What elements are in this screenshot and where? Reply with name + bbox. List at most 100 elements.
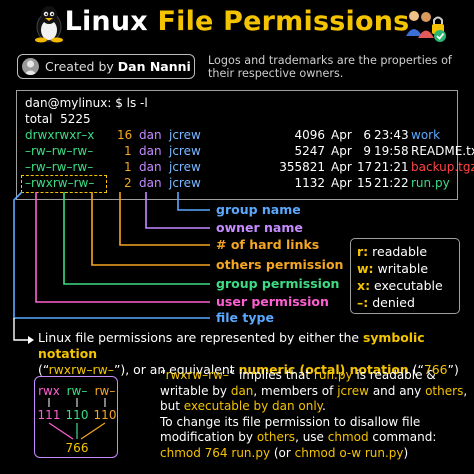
- text-span: To change its file permission to disallo…: [160, 414, 421, 429]
- rwx-value: executable: [374, 278, 443, 293]
- legend-group-permission: group permission: [216, 276, 340, 291]
- day: 6: [363, 128, 371, 142]
- text-span: rwxrw–rw–: [165, 368, 229, 382]
- legend-user-permission: user permission: [216, 294, 329, 309]
- owner: dan: [139, 176, 162, 190]
- text-span: others: [256, 430, 296, 444]
- text-span: “: [160, 368, 166, 382]
- terminal-window: dan@mylinux: $ ls -l total 5225 drwxrwxr…: [16, 90, 474, 200]
- owner: dan: [139, 160, 162, 174]
- linux-penguin-icon: [35, 6, 63, 43]
- text-span: ”): [447, 362, 459, 377]
- group: jcrew: [169, 160, 201, 174]
- legend-group-name: group name: [216, 202, 301, 217]
- text-span: chmod 764 run.py: [160, 445, 271, 460]
- text-span: (or: [270, 445, 295, 460]
- group: jcrew: [169, 176, 201, 190]
- time: 21:21: [374, 160, 409, 174]
- terminal-total: total 5225: [25, 112, 91, 126]
- text-span: .: [322, 399, 326, 413]
- time: 21:22: [374, 176, 409, 190]
- octal-diagram-svg: rwx rw– rw– 111 110 110 766: [38, 384, 117, 455]
- connector-explanation: [13, 318, 28, 341]
- link-count: 1: [124, 144, 132, 158]
- text-span: chmod o-w run.py: [294, 445, 404, 460]
- text-span: Linux file permissions are represented b…: [38, 330, 363, 345]
- month: Apr: [331, 160, 352, 174]
- credit-name: Dan Nanni: [117, 59, 191, 74]
- rwx-legend-item: r: readable: [357, 244, 427, 259]
- day: 9: [363, 144, 371, 158]
- text-span: writable by: [160, 383, 231, 398]
- legend-file-type: file type: [216, 310, 274, 325]
- text-span: 766: [423, 362, 448, 377]
- file-name: README.txt: [411, 144, 474, 158]
- explanation-paragraph-2: “rwxrw–rw–” implies that run.py is reada…: [160, 368, 470, 461]
- text-span: ”), or an equivalent: [114, 362, 239, 377]
- day: 17: [357, 160, 373, 174]
- perm-string: –rwxrw–rw–: [25, 176, 95, 190]
- rwx-key: x:: [357, 278, 371, 293]
- terminal-prompt: dan@mylinux: $ ls -l: [25, 96, 148, 110]
- text-span: command:: [368, 430, 437, 444]
- month: Apr: [331, 128, 352, 142]
- text-span: ,: [463, 383, 468, 398]
- connector-file-type: [13, 191, 210, 319]
- connector-user-permission: [35, 192, 210, 303]
- rwx-key: w:: [357, 261, 374, 276]
- text-span: executable by dan only: [183, 399, 323, 413]
- octal-binary-group: 110: [66, 408, 89, 422]
- legend-hard-links: # of hard links: [216, 237, 320, 252]
- file-name: run.py: [411, 176, 450, 190]
- connector-group-name: [177, 192, 210, 211]
- text-span: rwxrw–rw–: [48, 362, 114, 377]
- owner: dan: [139, 128, 162, 142]
- rwx-legend-item: –: denied: [357, 295, 415, 310]
- perm-string: –rw–rw–rw–: [25, 160, 94, 174]
- title-linux: Linux: [64, 6, 148, 37]
- time: 19:58: [374, 144, 409, 158]
- text-span: is readable &: [352, 368, 436, 382]
- connector-owner-name: [145, 192, 210, 229]
- explanation-paragraph-1: Linux file permissions are represented b…: [38, 330, 468, 378]
- avatar: [22, 58, 39, 75]
- credit-badge: Created by Dan Nanni: [17, 54, 195, 79]
- text-span: , members of: [253, 383, 338, 398]
- link-count: 16: [117, 128, 133, 142]
- octal-symbol-group: rw–: [67, 384, 88, 398]
- credit-prefix: Created by: [45, 59, 114, 74]
- octal-result: 766: [66, 441, 89, 455]
- header: Linux File Permissions: [0, 0, 474, 50]
- octal-symbol-user: rwx: [38, 384, 60, 398]
- text-span: modification by: [160, 430, 257, 444]
- text-span: symbolic notation: [38, 330, 425, 361]
- text-span: jcrew: [337, 383, 369, 398]
- title-file-permissions: File Permissions: [157, 6, 410, 37]
- text-span: , use: [295, 430, 328, 444]
- octal-binary-user: 111: [38, 408, 61, 422]
- text-span: numeric (octal) notation: [238, 362, 409, 377]
- text-span: ): [403, 445, 409, 460]
- octal-binary-others: 110: [94, 408, 117, 422]
- size: 1132: [294, 176, 325, 190]
- time: 23:43: [374, 128, 409, 142]
- perm-string: –rw–rw–rw–: [25, 144, 94, 158]
- octal-diagram: rwx rw– rw– 111 110 110 766: [34, 376, 118, 458]
- rwx-value: writable: [377, 261, 429, 276]
- rwx-legend: r: readable w: writable x: executable –:…: [350, 238, 460, 314]
- text-span: run.py: [313, 368, 353, 382]
- owner: dan: [139, 144, 162, 158]
- month: Apr: [331, 144, 352, 158]
- text-span: but: [160, 399, 184, 413]
- connector-others-permission: [91, 192, 210, 266]
- text-span: ” implies that: [228, 368, 314, 382]
- rwx-value: denied: [372, 295, 415, 310]
- arrow-head-icon: [28, 336, 34, 344]
- octal-symbol-others: rw–: [95, 384, 116, 398]
- file-name: work: [411, 128, 441, 142]
- rwx-key: –:: [357, 295, 369, 310]
- text-span: dan: [230, 383, 254, 398]
- rwx-value: readable: [372, 244, 428, 259]
- link-count: 2: [124, 176, 132, 190]
